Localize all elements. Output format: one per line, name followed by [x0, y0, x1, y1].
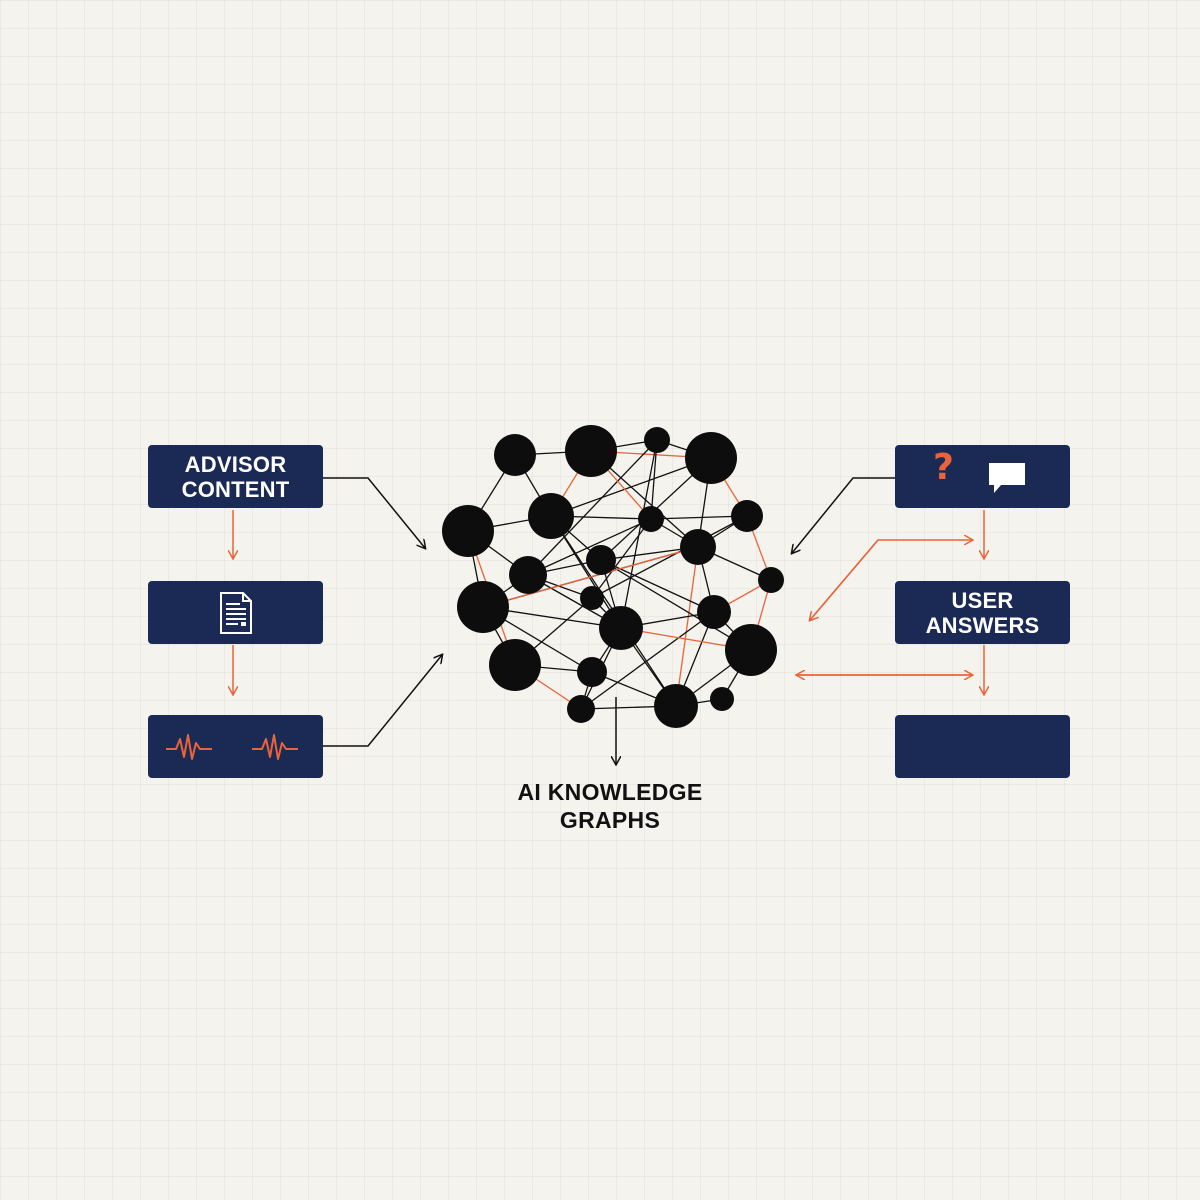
graph-edge	[580, 611, 715, 710]
graph-node	[731, 500, 763, 532]
graph-node	[644, 427, 670, 453]
graph-node	[509, 556, 547, 594]
user-answers-label: USER ANSWERS	[926, 588, 1040, 638]
arrow-answers-back-to-graph	[810, 539, 879, 620]
graph-node	[697, 595, 731, 629]
advisor-label-line2: CONTENT	[181, 476, 290, 502]
graph-edge	[675, 546, 699, 707]
waveform-icon	[251, 733, 298, 760]
graph-node	[567, 695, 595, 723]
answers-label-line1: USER	[951, 587, 1014, 613]
arrow-signal-to-graph	[323, 655, 442, 747]
graph-edge	[482, 546, 699, 608]
graph-node	[565, 425, 617, 477]
graph-edge	[650, 439, 658, 520]
arrow-query-to-graph	[792, 477, 895, 553]
graph-node	[654, 684, 698, 728]
graph-edge	[600, 559, 752, 651]
graph-node	[577, 657, 607, 687]
graph-node	[680, 529, 716, 565]
output-box[interactable]	[895, 715, 1070, 778]
chat-bubble-icon	[989, 463, 1025, 493]
graph-title-line1: AI KNOWLEDGE	[517, 779, 703, 805]
graph-node	[489, 639, 541, 691]
graph-node	[442, 505, 494, 557]
question-mark-icon: ?	[933, 447, 955, 488]
document-icon	[219, 591, 252, 634]
graph-node	[528, 493, 574, 539]
advisor-label-line1: ADVISOR	[184, 451, 287, 477]
graph-node	[725, 624, 777, 676]
arrow-advisor-to-graph	[323, 477, 425, 548]
graph-node	[580, 586, 604, 610]
advisor-content-box[interactable]: ADVISOR CONTENT	[148, 445, 323, 508]
graph-node	[638, 506, 664, 532]
graph-edge	[600, 559, 715, 613]
graph-node	[710, 687, 734, 711]
graph-title: AI KNOWLEDGE GRAPHS	[460, 778, 760, 834]
user-answers-box[interactable]: USER ANSWERS	[895, 581, 1070, 644]
answers-label-line2: ANSWERS	[925, 612, 1040, 638]
graph-node	[494, 434, 536, 476]
graph-node	[586, 545, 616, 575]
advisor-content-label: ADVISOR CONTENT	[182, 452, 290, 502]
graph-edge	[591, 515, 748, 599]
graph-node	[599, 606, 643, 650]
document-box[interactable]	[148, 581, 323, 644]
graph-edge	[650, 515, 748, 520]
graph-node	[685, 432, 737, 484]
graph-nodes	[442, 425, 784, 728]
query-box[interactable]: ?	[895, 445, 1070, 508]
waveform-icon	[165, 733, 212, 760]
graph-edge	[550, 457, 712, 517]
graph-edge	[527, 518, 652, 576]
signal-icons	[165, 733, 298, 760]
graph-edge	[591, 518, 652, 599]
graph-node	[758, 567, 784, 593]
graph-title-line2: GRAPHS	[559, 807, 661, 833]
signal-box[interactable]	[148, 715, 323, 778]
graph-edge	[527, 439, 658, 576]
graph-node	[457, 581, 509, 633]
